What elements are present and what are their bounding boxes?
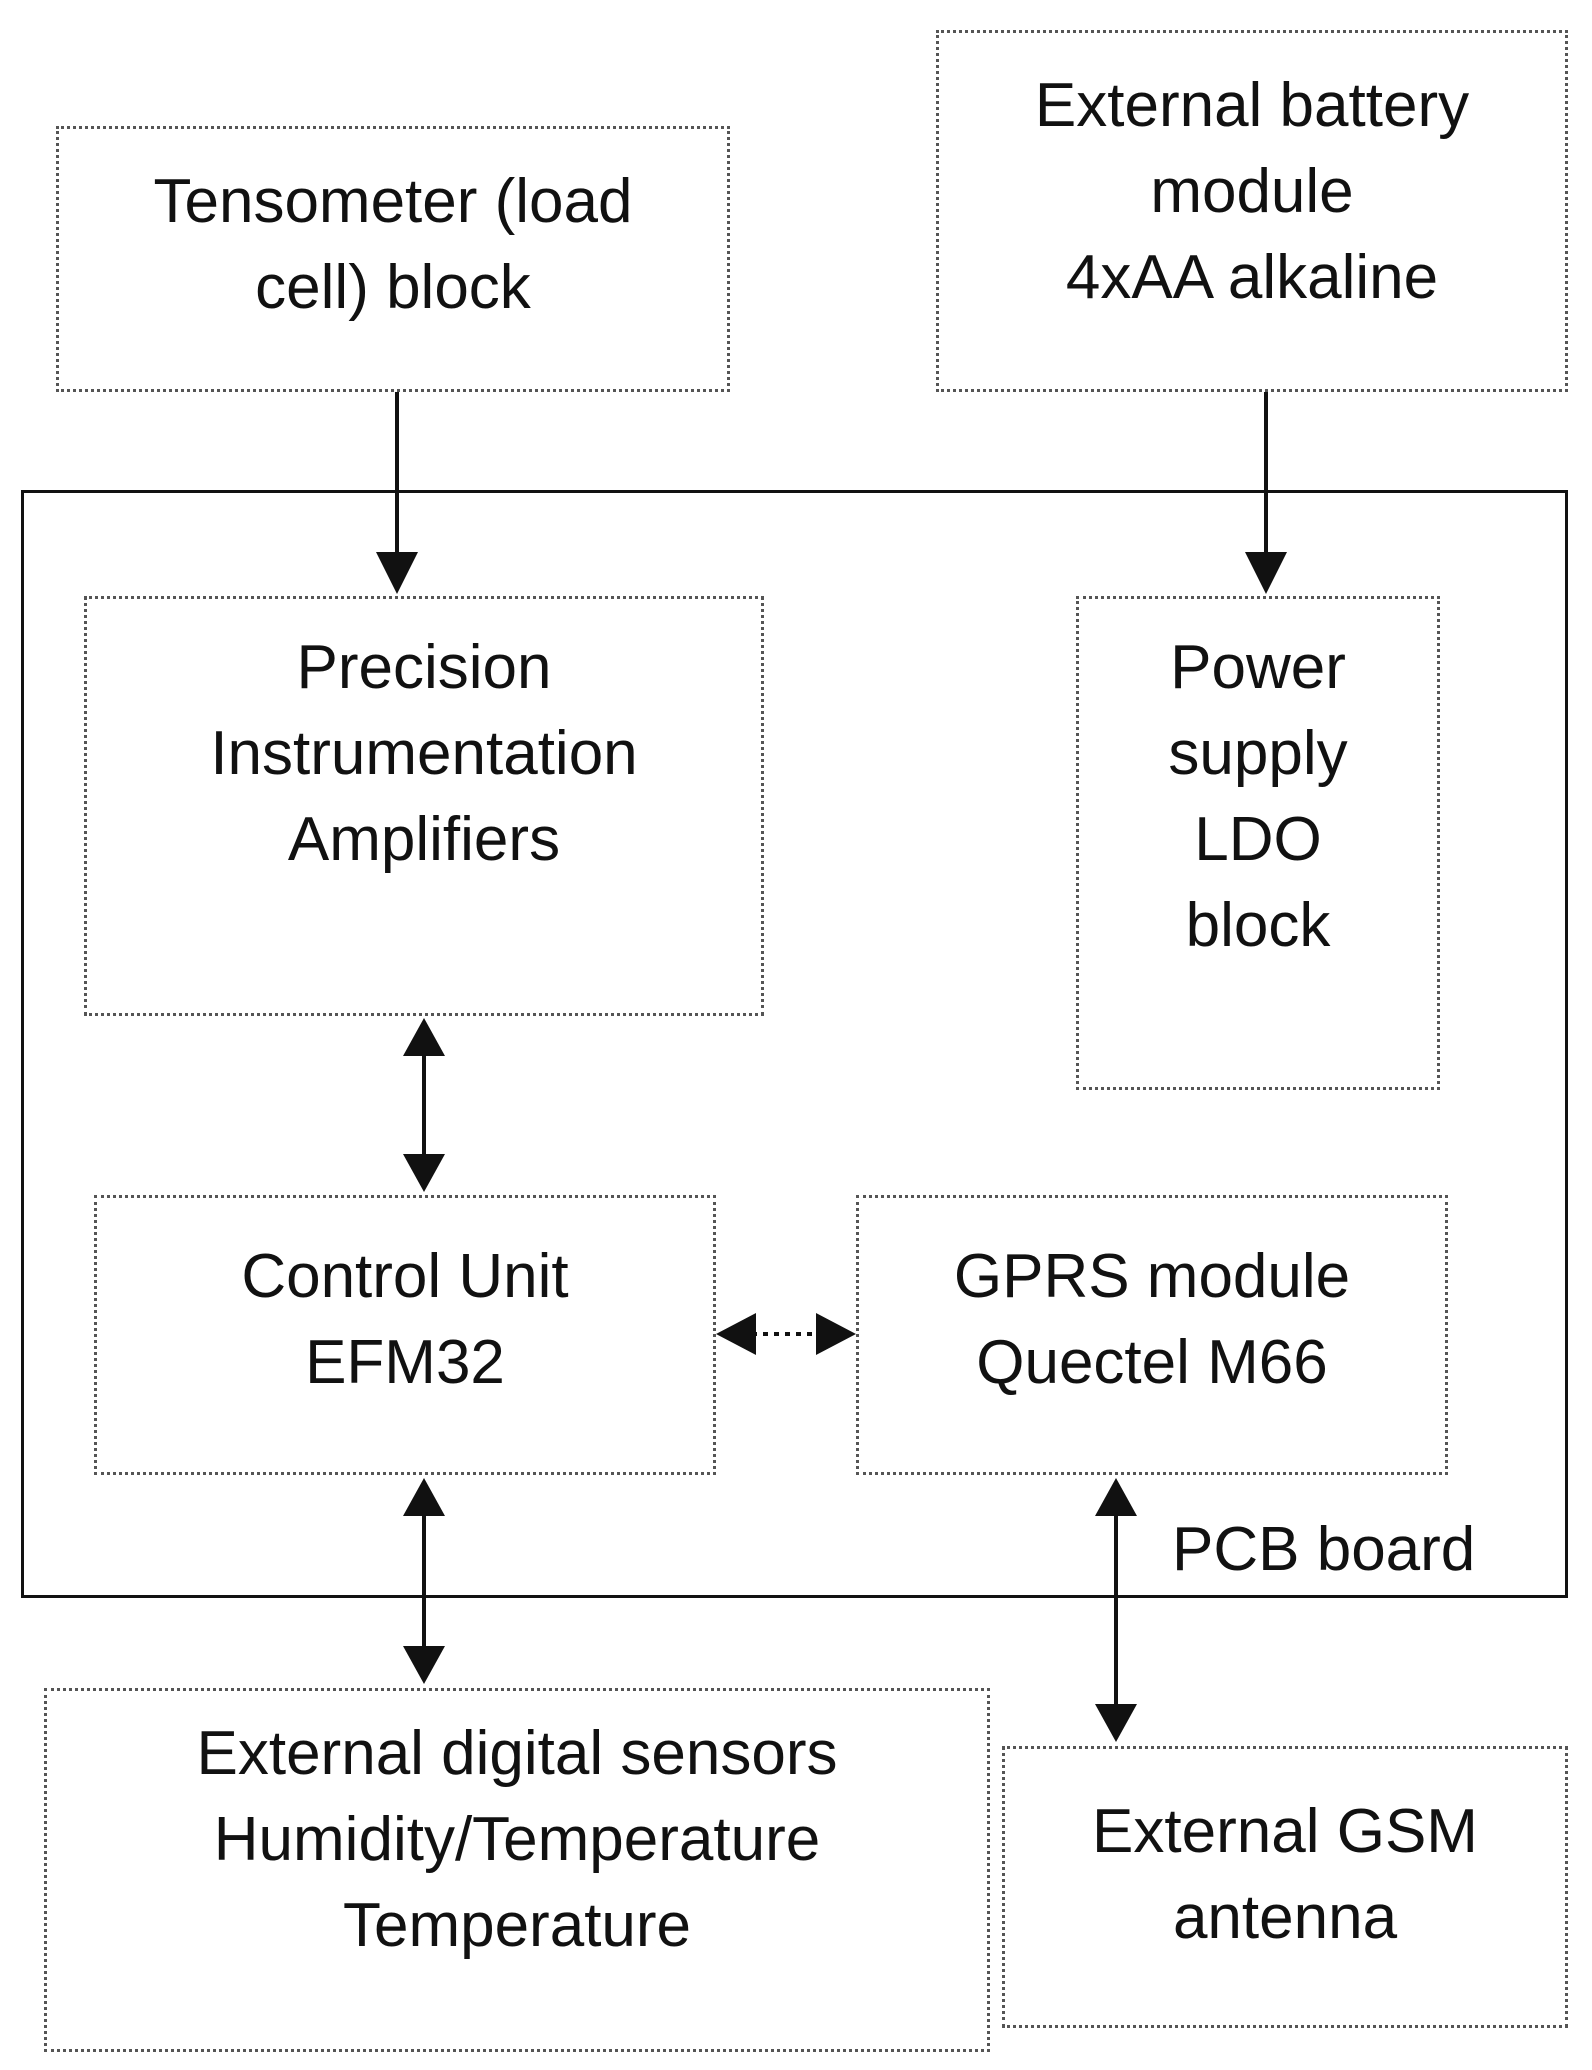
power-line-2: supply [1168,719,1348,788]
power-line-4: block [1185,891,1331,960]
external-gsm-antenna-block: External GSM antenna [1002,1746,1568,2028]
tensometer-block: Tensometer (load cell) block [56,126,730,392]
battery-line-1: External battery [1034,71,1470,140]
arrowhead-gprs-up [1095,1478,1137,1516]
pcb-board-outline [21,490,1568,1598]
control-unit-block: Control Unit EFM32 [94,1195,716,1475]
control-line-1: Control Unit [241,1242,569,1311]
battery-line-3: 4xAA alkaline [1065,243,1439,312]
external-sensors-block: External digital sensors Humidity/Temper… [44,1688,990,2052]
gprs-line-1: GPRS module [953,1242,1351,1311]
antenna-line-1: External GSM [1092,1797,1478,1866]
power-line-3: LDO [1194,805,1322,874]
amplifiers-block: Precision Instrumentation Amplifiers [84,596,764,1016]
gprs-line-2: Quectel M66 [976,1328,1328,1397]
arrowhead-amplifiers-in [376,552,418,594]
arrowhead-sensors-down [403,1646,445,1684]
arrowhead-antenna-down [1095,1704,1137,1742]
arrowhead-control-down [403,1154,445,1192]
pcb-board-label: PCB board [1172,1515,1476,1584]
amplifiers-line-3: Amplifiers [287,805,561,874]
arrowhead-power-in [1245,552,1287,594]
power-line-1: Power [1170,633,1346,702]
tensometer-line-2: cell) block [255,253,531,322]
external-battery-block: External battery module 4xAA alkaline [936,30,1568,392]
amplifiers-line-2: Instrumentation [210,719,638,788]
arrowhead-gprs-right [816,1313,856,1355]
arrowhead-control-left [716,1313,756,1355]
amplifiers-line-1: Precision [296,633,552,702]
antenna-line-2: antenna [1172,1883,1398,1952]
tensometer-line-1: Tensometer (load [153,167,633,236]
arrowhead-amplifiers-up [403,1018,445,1056]
sensors-line-1: External digital sensors [196,1719,838,1788]
gprs-module-block: GPRS module Quectel M66 [856,1195,1448,1475]
arrowhead-control-up [403,1478,445,1516]
control-line-2: EFM32 [305,1328,505,1397]
battery-line-2: module [1150,157,1354,226]
sensors-line-3: Temperature [342,1891,692,1960]
power-supply-block: Power supply LDO block [1076,596,1440,1090]
sensors-line-2: Humidity/Temperature [213,1805,821,1874]
